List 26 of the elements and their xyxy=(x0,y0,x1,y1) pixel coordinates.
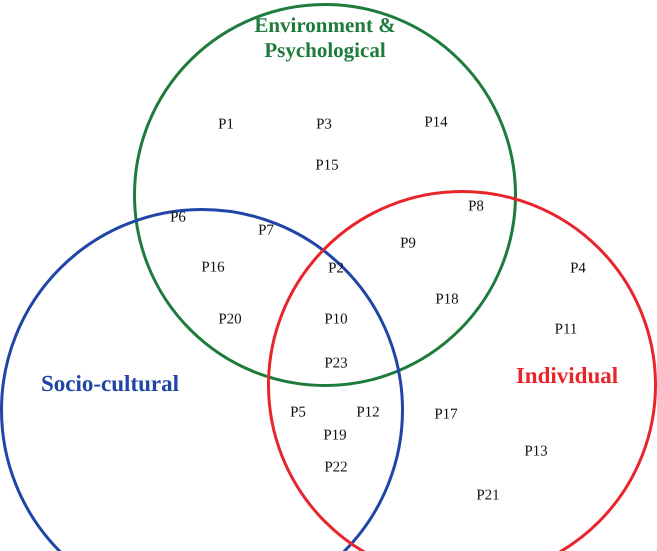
item-label: P9 xyxy=(400,236,416,252)
item-label: P2 xyxy=(328,260,344,278)
item-label: P12 xyxy=(356,404,380,422)
item-label: P4 xyxy=(570,260,586,278)
item-label: P18 xyxy=(435,292,459,308)
item-label: P3 xyxy=(316,116,332,134)
item-label: P10 xyxy=(324,312,348,328)
item-label: P7 xyxy=(258,222,274,240)
item-label: P5 xyxy=(290,404,306,422)
item-label: P1 xyxy=(218,116,234,134)
item-label: P23 xyxy=(324,356,348,372)
item-label: P11 xyxy=(554,322,578,338)
item-label: P13 xyxy=(524,444,548,460)
item-label: P20 xyxy=(218,312,242,328)
set-title: Socio-cultural xyxy=(40,370,180,397)
item-label: P16 xyxy=(201,260,225,276)
item-label: P6 xyxy=(170,210,186,226)
set-title: Individual xyxy=(514,362,620,389)
item-label: P14 xyxy=(424,114,448,132)
set-title: Environment & Psychological xyxy=(253,13,397,63)
item-label: P22 xyxy=(324,460,348,476)
item-label: P15 xyxy=(315,158,339,174)
item-label: P17 xyxy=(434,406,458,424)
item-label: P8 xyxy=(468,198,484,216)
item-label: P19 xyxy=(323,428,347,444)
item-label: P21 xyxy=(476,488,500,504)
